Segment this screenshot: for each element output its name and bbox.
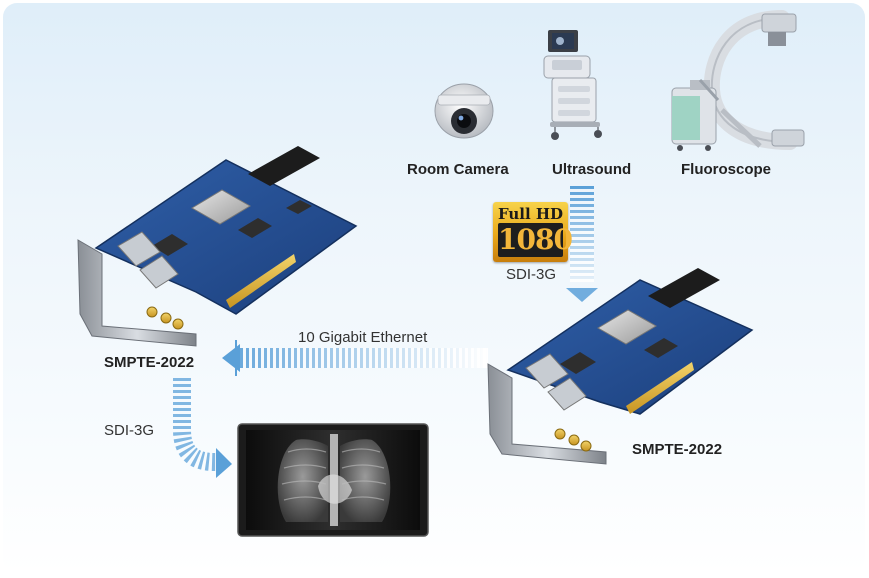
sdi-monitor-flow-arrow [173,378,232,478]
badge-resolution-text: 1080 [498,223,573,257]
full-hd-badge-text: Full HD [497,205,564,223]
smpte-2022-card-left [77,146,358,347]
ultrasound-icon [543,30,602,140]
fluoroscope-icon [671,10,805,151]
xray-monitor [237,423,429,537]
ethernet-label: 10 Gigabit Ethernet [298,329,428,346]
sdi-3g-left-label: SDI-3G [104,422,155,439]
smpte-right-label: SMPTE-2022 [632,441,723,458]
room-camera-label: Room Camera [407,161,509,178]
ethernet-flow-arrow [222,340,488,376]
smpte-2022-card-right [487,268,754,465]
room-camera-icon [434,83,494,139]
fluoroscope-label: Fluoroscope [681,161,772,178]
ultrasound-label: Ultrasound [552,161,632,178]
smpte-left-label: SMPTE-2022 [104,354,195,371]
full-hd-1080-badge: Full HD 1080 [493,202,573,262]
sdi-down-flow-arrow [566,186,598,302]
sdi-3g-top-label: SDI-3G [506,266,557,283]
